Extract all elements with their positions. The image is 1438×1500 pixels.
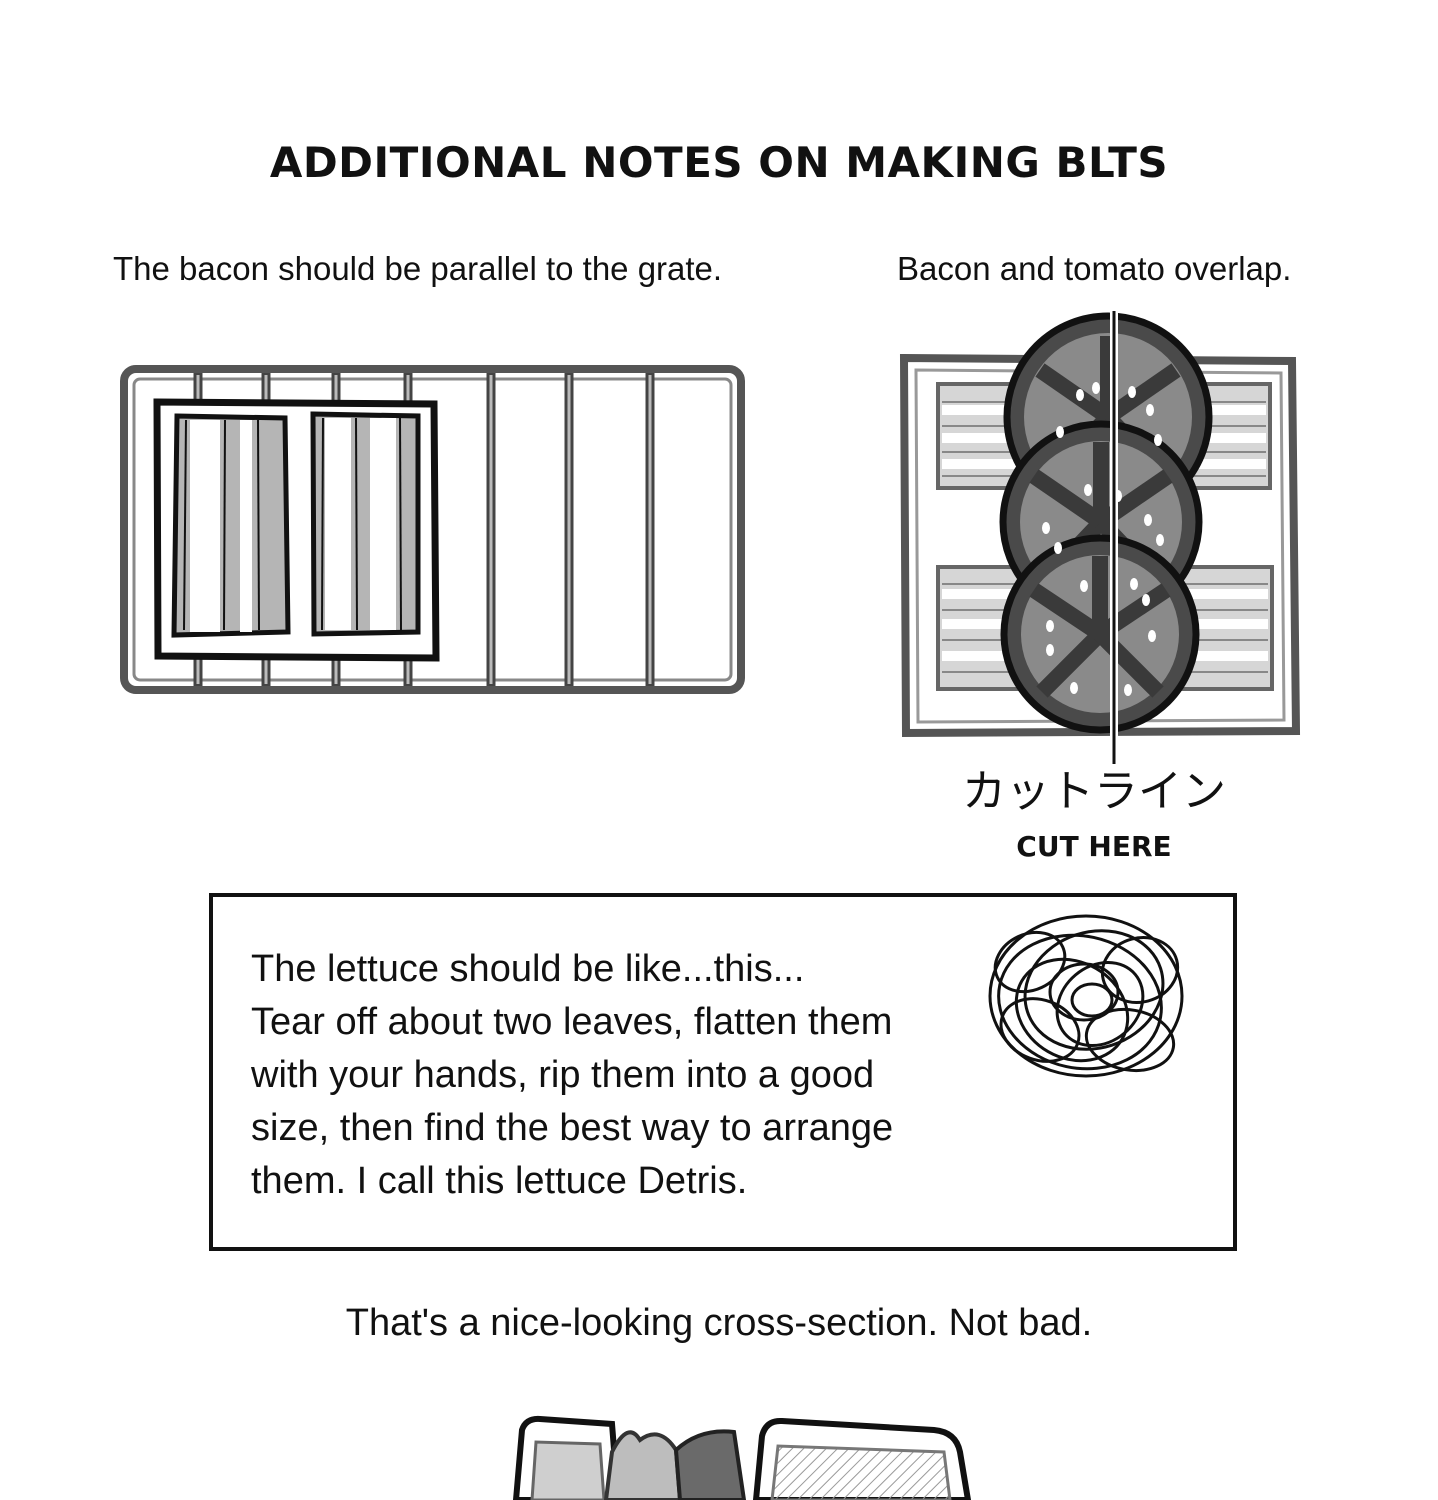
cut-label-en: CUT HERE	[1016, 830, 1171, 863]
cut-label-jp: カットライン	[962, 766, 1226, 817]
grate-caption: The bacon should be parallel to the grat…	[113, 250, 723, 287]
lettuce-note: The lettuce should be like...this... Tea…	[251, 948, 894, 1202]
page-title: ADDITIONAL NOTES ON MAKING BLTS	[269, 138, 1169, 187]
overlap-caption: Bacon and tomato overlap.	[897, 250, 1292, 287]
lettuce-note-box: The lettuce should be like...this... Tea…	[209, 893, 1237, 1251]
closing-note: That's a nice-looking cross-section. Not…	[345, 1302, 1093, 1344]
